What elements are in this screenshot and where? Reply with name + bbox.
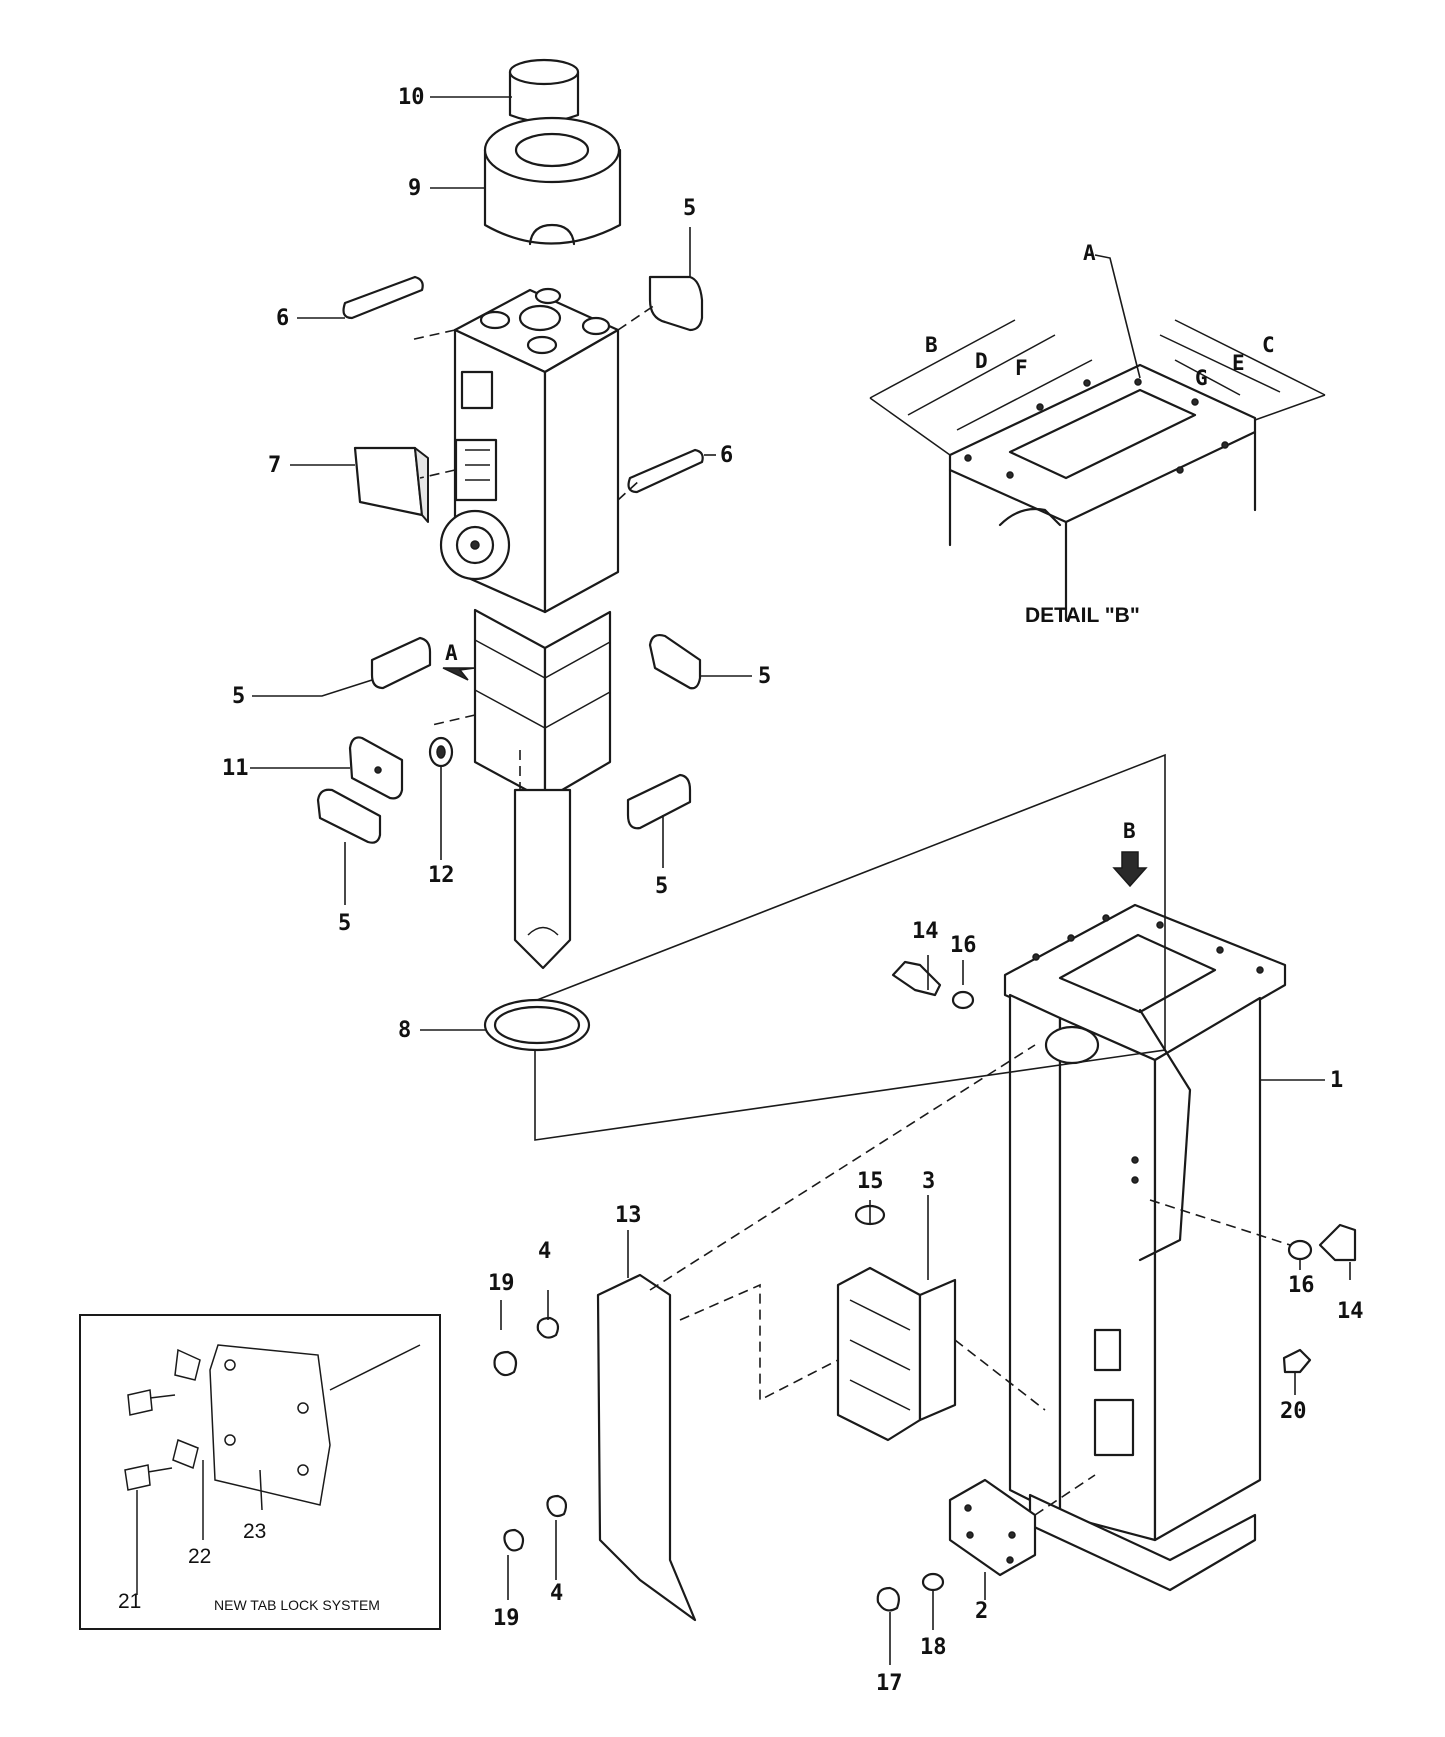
wear-plates: [316, 275, 704, 844]
callout-9: 9: [408, 176, 421, 201]
part-1-housing: [1003, 903, 1287, 1592]
callout-2: 2: [975, 1599, 988, 1624]
callout-5-left: 5: [232, 684, 245, 709]
detail-b-view: [869, 254, 1326, 622]
callout-labels: 10 9 5 6 6 7 5 5 11 12 5 5 8 1 13 15 3 1…: [222, 85, 1364, 1696]
inset-callout-22: 22: [188, 1545, 211, 1568]
part-3-bracket: [836, 1204, 957, 1442]
callout-5-top: 5: [683, 196, 696, 221]
callout-19-top: 19: [488, 1271, 515, 1296]
detail-b-caption: DETAIL "B": [1025, 604, 1140, 627]
dim-label-d: D: [975, 349, 988, 373]
callout-10: 10: [398, 85, 425, 110]
dim-label-f: F: [1015, 356, 1028, 380]
callout-3: 3: [922, 1169, 935, 1194]
callout-4-top: 4: [538, 1239, 551, 1264]
inset-tab-lock-system: [79, 1314, 441, 1630]
callout-7: 7: [268, 453, 281, 478]
part-13-plate: [596, 1273, 697, 1622]
part-10-cap: [508, 58, 580, 123]
breaker-body: [439, 287, 620, 970]
callout-18: 18: [920, 1635, 947, 1660]
callout-leaders: [250, 96, 1351, 1665]
callout-13: 13: [615, 1203, 642, 1228]
view-arrow-b: B: [1112, 819, 1148, 888]
callout-15: 15: [857, 1169, 884, 1194]
view-label-b: B: [1123, 819, 1136, 843]
callout-6-right: 6: [720, 443, 733, 468]
part-8-ring: [483, 998, 591, 1052]
dim-label-a: A: [1083, 241, 1096, 265]
assembly-lines: [409, 304, 1291, 1516]
dim-label-b: B: [925, 333, 938, 357]
detail-b-dimensions: A B C D E F G DETAIL "B": [925, 241, 1275, 627]
callout-20: 20: [1280, 1399, 1307, 1424]
callout-6-left: 6: [276, 306, 289, 331]
inset-callout-23: 23: [243, 1520, 266, 1543]
callout-5-lower-left: 5: [338, 911, 351, 936]
callout-16-right: 16: [1288, 1273, 1315, 1298]
callout-5-lower-right: 5: [655, 874, 668, 899]
view-arrow-a: A: [442, 641, 476, 681]
inset-callout-21: 21: [118, 1590, 141, 1613]
dim-label-c: C: [1262, 333, 1275, 357]
callout-1: 1: [1330, 1068, 1343, 1093]
callout-11: 11: [222, 756, 249, 781]
callout-14-top: 14: [912, 919, 939, 944]
callout-16-top: 16: [950, 933, 977, 958]
callout-8: 8: [398, 1018, 411, 1043]
dim-label-g: G: [1195, 366, 1208, 390]
inset-labels: 23 22 21 NEW TAB LOCK SYSTEM: [118, 1520, 380, 1613]
callout-12: 12: [428, 863, 455, 888]
dim-label-e: E: [1232, 351, 1245, 375]
view-label-a: A: [445, 641, 458, 665]
part-9-top-buffer: [483, 116, 622, 246]
part-2-cover: [948, 1478, 1037, 1577]
callout-17: 17: [876, 1671, 903, 1696]
callout-19-bottom: 19: [493, 1606, 520, 1631]
fasteners: [493, 960, 1357, 1612]
callout-14-right: 14: [1337, 1299, 1364, 1324]
callout-4-bottom: 4: [550, 1581, 563, 1606]
callout-5-right: 5: [758, 664, 771, 689]
inset-caption: NEW TAB LOCK SYSTEM: [214, 1597, 380, 1613]
